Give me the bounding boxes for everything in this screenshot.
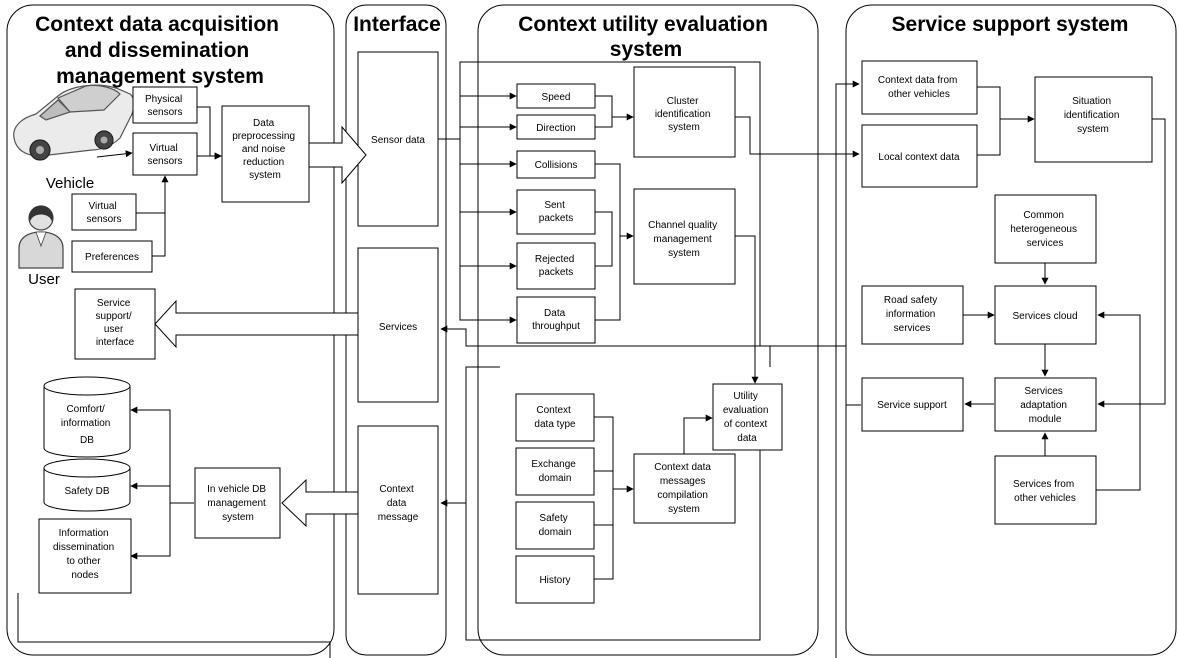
context-type-box <box>515 393 595 442</box>
user-virtual-sensors-box <box>71 193 137 231</box>
heterogeneous-label: Common heterogeneous services <box>1010 210 1080 249</box>
service-support-label: Service support <box>877 400 947 411</box>
vehicle-db-box <box>194 467 281 539</box>
rejected-packets-box <box>516 242 596 290</box>
context-message-label: Context data message <box>378 484 419 523</box>
safety-db-label: Safety DB <box>64 486 109 497</box>
collisions-label: Collisions <box>535 160 578 171</box>
connectors <box>17 61 1166 658</box>
cloud-label: Services cloud <box>1012 311 1077 322</box>
user-label: User <box>28 271 60 288</box>
block-arrow-services-to-ui <box>154 299 359 349</box>
adaptation-label: Services adaptation module <box>1020 386 1070 425</box>
context-message-box <box>357 425 439 595</box>
cluster-box <box>633 66 736 158</box>
road-safety-label: Road safety information services <box>884 295 940 334</box>
physical-sensors-label: Physical sensors <box>145 94 185 118</box>
local-data-label: Local context data <box>878 152 960 163</box>
channel-label: Channel quality management system <box>648 220 720 259</box>
channel-box <box>633 188 736 285</box>
car-icon <box>13 84 135 161</box>
utility-eval-label: Utility evaluation of context data <box>723 391 771 444</box>
preferences-label: Preferences <box>85 252 139 263</box>
user-icon <box>18 205 64 269</box>
service-ui-label: Service support/ user interface <box>96 298 135 348</box>
situation-label: Situation identification system <box>1064 96 1122 135</box>
service-title: Service support system <box>892 13 1129 36</box>
block-arrow-preprocessing-to-sensor <box>308 125 367 185</box>
from-other-label: Services from other vehicles <box>1013 479 1077 504</box>
sensor-data-box <box>357 51 439 227</box>
interface-title: Interface <box>353 13 441 36</box>
vehicle-label: Vehicle <box>46 175 94 192</box>
services-interface-label: Services <box>379 322 417 333</box>
sensor-data-label: Sensor data <box>371 135 425 146</box>
direction-box <box>516 114 596 140</box>
comfort-db-cylinder <box>43 376 131 458</box>
throughput-label: Data throughput <box>532 308 580 332</box>
compilation-box <box>633 453 736 524</box>
safety-domain-label: Safety domain <box>539 513 572 538</box>
utility-eval-box <box>712 383 783 451</box>
virtual-sensors-box <box>132 132 198 176</box>
dissemination-label: Information dissemination to other nodes <box>53 528 117 581</box>
exchange-label: Exchange domain <box>531 459 578 484</box>
dissemination-box <box>38 518 132 594</box>
cluster-label: Cluster identification system <box>655 96 713 133</box>
history-label: History <box>539 575 570 586</box>
physical-sensors-box <box>132 86 198 124</box>
context-type-label: Context data type <box>534 405 576 430</box>
speed-label: Speed <box>542 92 571 103</box>
comfort-db-label: Comfort/ information DB <box>61 404 113 446</box>
history-box <box>515 555 595 604</box>
preprocessing-box <box>221 105 310 203</box>
throughput-box <box>516 296 596 344</box>
direction-label: Direction <box>536 123 575 134</box>
adaptation-box <box>994 377 1097 432</box>
service-support-box <box>861 377 964 432</box>
vehicle-db-label: In vehicle DB management system <box>207 484 269 523</box>
road-safety-box <box>861 285 964 345</box>
other-vehicles-data-label: Context data from other vehicles <box>878 75 960 100</box>
sent-packets-box <box>516 189 596 235</box>
utility-title: Context utility evaluation system <box>518 13 774 61</box>
speed-box <box>516 83 596 109</box>
from-other-box <box>994 455 1097 525</box>
virtual-sensors-label: Virtual sensors <box>147 143 182 167</box>
sent-packets-label: Sent packets <box>539 200 573 224</box>
block-arrow-message-to-vehicledb <box>281 478 359 528</box>
safety-db-cylinder <box>43 458 131 512</box>
safety-domain-box <box>515 501 595 550</box>
heterogeneous-box <box>994 194 1097 264</box>
preprocessing-label: Data preprocessing and noise reduction s… <box>232 118 298 181</box>
collisions-box <box>516 150 596 179</box>
rejected-packets-label: Rejected packets <box>535 254 577 278</box>
services-interface-box <box>357 247 439 403</box>
compilation-label: Context data messages compilation system <box>654 462 714 515</box>
local-data-box <box>861 124 978 188</box>
cloud-box <box>994 285 1097 345</box>
other-vehicles-data-box <box>861 60 978 115</box>
exchange-box <box>515 447 595 496</box>
user-virtual-sensors-label: Virtual sensors <box>86 201 121 225</box>
acquisition-title: Context data acquisition and disseminati… <box>35 13 285 88</box>
preferences-box <box>71 240 153 273</box>
